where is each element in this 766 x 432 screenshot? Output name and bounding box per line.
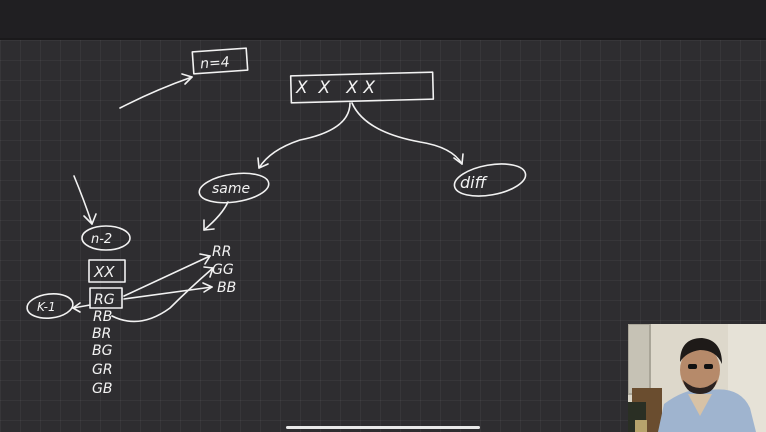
arrowhead-rr — [199, 253, 211, 265]
diff-oval — [453, 163, 527, 197]
webcam-overlay — [628, 324, 766, 432]
k1-label: K-1 — [37, 300, 56, 314]
row-label: BR — [92, 326, 111, 342]
row-label: GG — [212, 262, 234, 278]
n-box — [191, 47, 249, 75]
k1-oval — [26, 293, 74, 319]
row-label: RG — [94, 292, 115, 308]
webcam-image — [628, 324, 766, 432]
top-box-label: X X X X — [295, 78, 375, 98]
n-label: n=4 — [200, 54, 231, 72]
same-oval — [198, 172, 270, 204]
row-label: GR — [92, 362, 113, 378]
row-label: GB — [92, 381, 112, 397]
arrowhead-n — [181, 73, 193, 85]
row-label: RR — [212, 244, 231, 260]
arrow-rb-to-gg — [111, 267, 214, 323]
rg-box — [89, 287, 123, 309]
arrowhead-bb — [202, 282, 213, 293]
arrow-to-n — [119, 76, 193, 109]
arrowhead-diff — [453, 153, 464, 165]
xx-box — [88, 259, 126, 283]
same-label: same — [212, 181, 250, 197]
branch-same — [258, 102, 351, 169]
n2-oval — [81, 225, 131, 251]
diff-label: diff — [460, 173, 489, 192]
row-label: BG — [92, 343, 113, 359]
xx-label: XX — [93, 263, 115, 281]
top-box — [289, 71, 435, 104]
arrow-rg-to-rr — [123, 255, 211, 297]
row-label: RB — [93, 309, 112, 325]
home-indicator[interactable] — [286, 426, 480, 429]
row-label: BB — [217, 280, 236, 296]
arrowhead-same — [257, 157, 269, 169]
n2-label: n-2 — [91, 232, 112, 247]
toolbar — [0, 0, 766, 40]
arrow-same-down — [203, 201, 229, 231]
arrow-to-n2 — [73, 175, 93, 225]
branch-diff — [351, 102, 463, 165]
arrowhead-same-down — [203, 219, 215, 231]
arrow-rg-to-bb — [123, 286, 213, 300]
arrowhead-k1 — [72, 302, 81, 313]
arrowhead-n2 — [83, 213, 97, 225]
arrow-to-k1 — [72, 304, 91, 309]
arrowhead-gg — [203, 266, 214, 278]
